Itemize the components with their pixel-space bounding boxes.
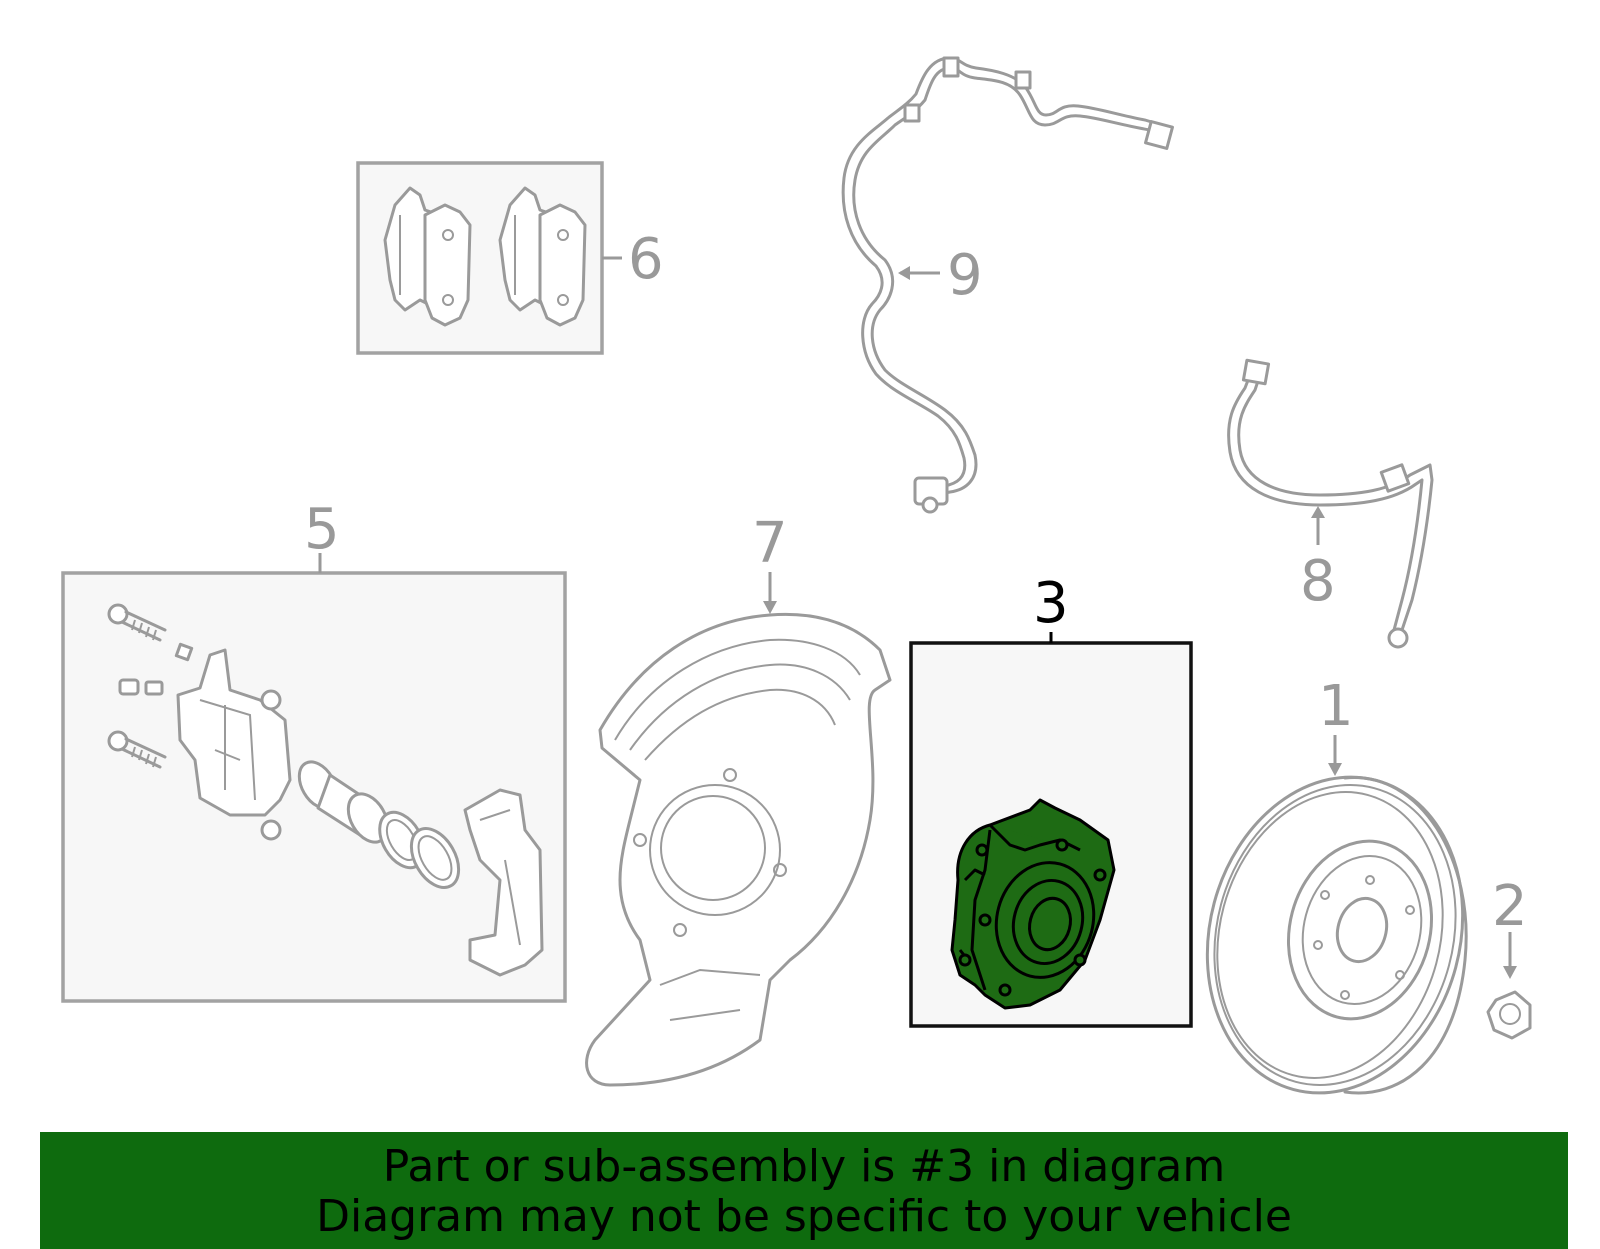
banner-line-1: Part or sub-assembly is #3 in diagram: [382, 1141, 1226, 1192]
callout-8: 8: [1300, 549, 1336, 614]
callout-5: 5: [304, 497, 340, 562]
callout-6: 6: [628, 227, 664, 292]
callout-7: 7: [752, 511, 788, 576]
part-3-wheel-hub[interactable]: [909, 632, 1193, 1028]
part-2-nut[interactable]: [1486, 932, 1532, 1040]
info-banner: Part or sub-assembly is #3 in diagram Di…: [40, 1132, 1568, 1249]
part-8-brake-hose[interactable]: [1227, 358, 1434, 649]
piston-and-seals: [297, 760, 461, 889]
part-5-caliper-assembly[interactable]: [61, 553, 567, 1003]
callout-1: 1: [1318, 674, 1354, 739]
brake-pad-right: [498, 186, 587, 327]
bleeder-screw: [118, 678, 164, 696]
hub-assembly: [950, 798, 1116, 1010]
caliper-body: [176, 648, 292, 817]
callout-3: 3: [1033, 571, 1069, 636]
callout-9: 9: [947, 243, 983, 308]
banner-line-2: Diagram may not be specific to your vehi…: [316, 1191, 1292, 1242]
caliper-bolt-upper: [107, 603, 167, 642]
parts-diagram: 6 9 8: [61, 56, 1532, 1122]
callout-2: 2: [1492, 874, 1528, 939]
part-9-abs-sensor[interactable]: [841, 56, 1174, 514]
part-7-dust-shield[interactable]: [585, 572, 892, 1087]
shield-body: [585, 612, 892, 1087]
part-6-brake-pads[interactable]: [356, 161, 622, 355]
part-1-brake-rotor[interactable]: [1173, 735, 1497, 1122]
brake-pad-left: [383, 186, 472, 327]
caliper-bracket: [463, 788, 544, 977]
caliper-bolt-lower: [107, 730, 167, 769]
